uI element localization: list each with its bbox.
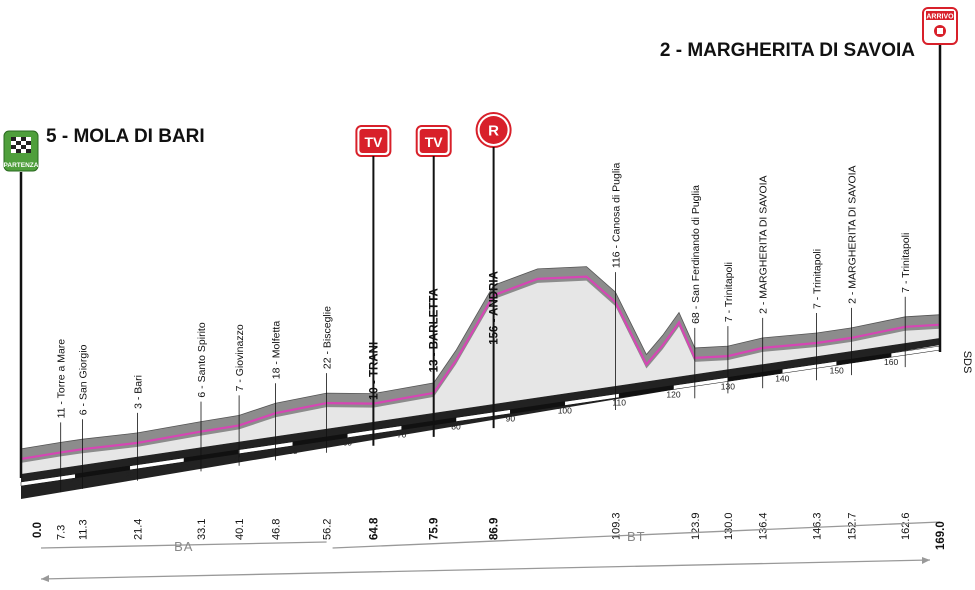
waypoint-km-label: 56.2 <box>322 519 334 540</box>
waypoint-label: 6 - San Giorgio <box>77 344 89 415</box>
r-icon <box>479 116 508 144</box>
waypoint-label: 11 - Torre a Mare <box>56 339 68 419</box>
x-tick-label: 90 <box>506 414 516 424</box>
tv-icon <box>419 129 448 153</box>
x-tick-label: 80 <box>451 422 461 432</box>
tv-markers: TV TV R <box>355 112 512 172</box>
km-labels: 7.3 11.3 21.4 33.1 40.1 46.8 56.2 64.8 75.9 86.9 1… <box>56 512 913 540</box>
waypoint-label: 156 - ANDRIA <box>489 271 501 345</box>
ground-slab <box>21 337 940 499</box>
x-ticks: 10 20 30 40 50 60 70 80 90 100 110 120 130 140 150 160 <box>71 357 899 488</box>
waypoint-label: 6 - Santo Spirito <box>196 322 208 397</box>
arrow-head-right <box>922 557 930 564</box>
waypoint-lines <box>60 172 906 493</box>
waypoint-km-label: 46.8 <box>271 519 283 540</box>
finish-km-label: 169.0 <box>935 521 947 550</box>
waypoint-km-label: 109.3 <box>610 512 622 540</box>
waypoint-km-label: 64.8 <box>368 517 380 540</box>
province-band <box>332 521 941 549</box>
start-badge-label: PARTENZA <box>4 162 39 169</box>
waypoint-label: 7 - Giovinazzo <box>234 324 246 391</box>
start-km-label: 0.0 <box>32 522 44 538</box>
waypoint-label: 22 - Bisceglie <box>322 306 334 369</box>
x-tick-label: 110 <box>612 398 626 408</box>
waypoint-label: 7 - Trinitapoli <box>812 249 824 309</box>
finish-title: 2 - MARGHERITA DI SAVOIA <box>660 40 915 61</box>
waypoint-label: 68 - San Ferdinando di Puglia <box>690 185 702 324</box>
waypoint-km-label: 40.1 <box>234 519 246 540</box>
x-tick-label: 100 <box>558 406 572 416</box>
start-marker: PARTENZA 5 - MOLA DI BARI <box>3 126 205 478</box>
waypoint-label: 3 - Bari <box>132 375 144 409</box>
waypoint-label: 2 - MARGHERITA DI SAVOIA <box>846 165 858 303</box>
x-tick-label: 40 <box>234 454 244 464</box>
x-tick-label: 150 <box>830 365 844 375</box>
x-tick-label: 10 <box>71 478 81 488</box>
waypoint-label: 2 - MARGHERITA DI SAVOIA <box>758 175 770 313</box>
waypoint-km-label: 146.3 <box>812 512 824 540</box>
r-marker-label: R <box>488 123 499 140</box>
waypoint-km-label: 162.6 <box>900 512 912 540</box>
finish-code: SDS <box>961 351 973 374</box>
x-tick-label: 50 <box>288 446 298 456</box>
distance-arrow <box>40 559 931 580</box>
x-tick-label: 140 <box>775 373 789 383</box>
tv-icon <box>359 129 388 153</box>
waypoint-labels: 11 - Torre a Mare 6 - San Giorgio 3 - Bari… <box>56 162 913 418</box>
waypoint-label: 13 - BARLETTA <box>429 288 441 372</box>
waypoint-km-label: 136.4 <box>758 512 770 540</box>
waypoint-label: 18 - Molfetta <box>271 321 283 380</box>
province-label: BA <box>174 539 193 554</box>
waypoint-km-label: 7.3 <box>56 525 68 540</box>
x-tick-label: 120 <box>666 389 680 399</box>
profile-area <box>20 266 941 499</box>
arrow-head-left <box>41 575 49 582</box>
x-tick-label: 160 <box>884 357 898 367</box>
tv-marker-label: TV <box>425 134 444 150</box>
x-tick-label: 130 <box>721 381 735 391</box>
waypoint-label: 10 - TRANI <box>368 342 380 400</box>
waypoint-km-label: 130.0 <box>723 512 735 540</box>
province-band <box>40 541 327 549</box>
x-tick-label: 70 <box>397 430 407 440</box>
waypoint-km-label: 75.9 <box>429 518 441 540</box>
x-tick-label: 20 <box>125 470 135 480</box>
waypoint-km-label: 21.4 <box>132 519 144 540</box>
waypoint-label: 7 - Trinitapoli <box>900 233 912 293</box>
tv-marker-label: TV <box>364 134 383 150</box>
province-label: BT <box>627 529 646 544</box>
waypoint-km-label: 11.3 <box>77 519 89 540</box>
x-tick-label: 60 <box>343 438 353 448</box>
waypoint-km-label: 123.9 <box>690 512 702 540</box>
waypoint-km-label: 86.9 <box>489 518 501 540</box>
start-title: 5 - MOLA DI BARI <box>46 126 205 147</box>
waypoint-label: 7 - Trinitapoli <box>723 262 735 322</box>
profile-face <box>21 280 940 474</box>
x-tick-label: 30 <box>179 462 189 472</box>
waypoint-label: 116 - Canosa di Puglia <box>610 162 622 268</box>
checkered-flag-icon <box>11 137 31 153</box>
finish-marker: ARRIVO 2 - MARGHERITA DI SAVOIA SDS <box>660 7 973 374</box>
waypoint-km-label: 33.1 <box>196 519 208 540</box>
finish-badge-label: ARRIVO <box>926 14 954 21</box>
province-bands: BA BT <box>40 521 941 582</box>
